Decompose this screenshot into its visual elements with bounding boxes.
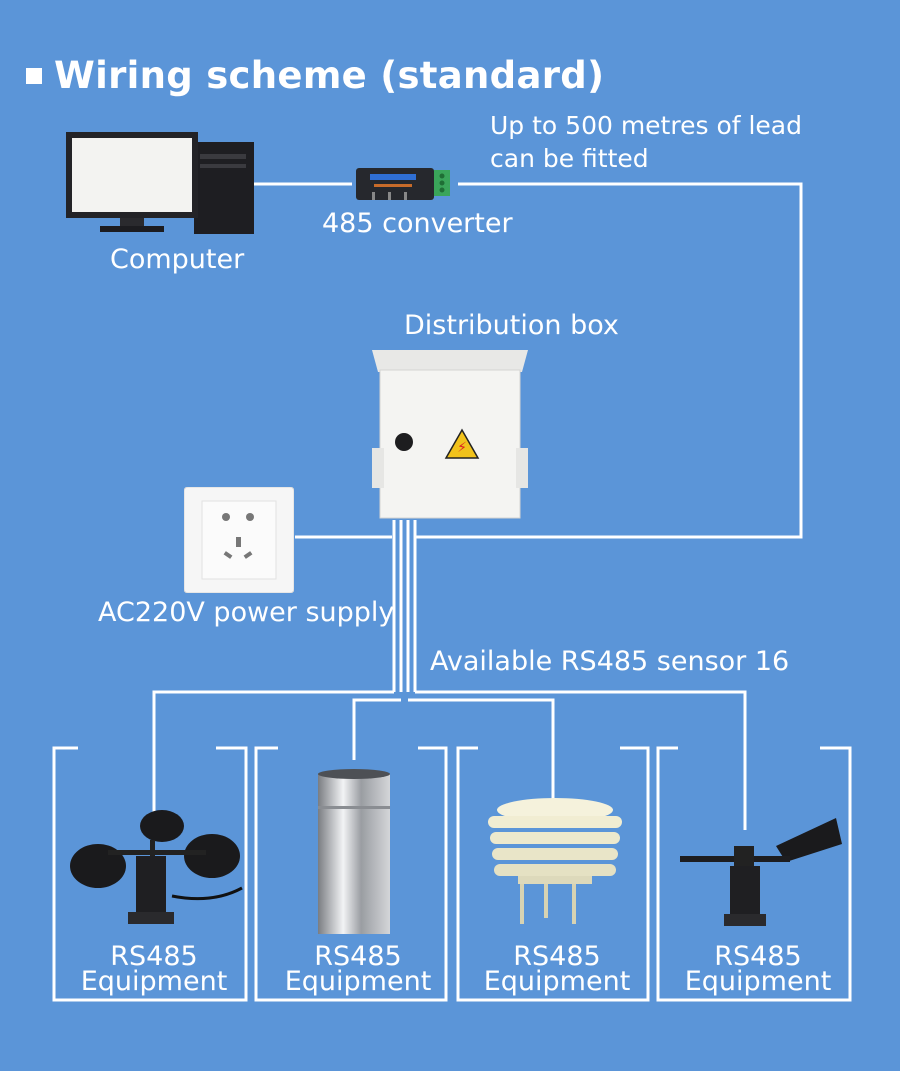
- device-2-label-line-2: Equipment: [284, 966, 432, 997]
- lead-note-line-1: Up to 500 metres of lead: [490, 111, 802, 140]
- device-label-1: RS485 Equipment: [64, 941, 244, 997]
- device-1-label-line-1: RS485: [110, 941, 198, 972]
- anemometer-icon: [70, 810, 243, 924]
- bracket-3: [456, 746, 650, 1002]
- bracket-2: [254, 746, 448, 1002]
- lead-note: Up to 500 metres of lead can be fitted: [490, 109, 802, 175]
- wire-branch-1: [152, 690, 394, 820]
- wire-converter-box: [416, 182, 803, 539]
- power-supply-label: AC220V power supply: [98, 597, 395, 628]
- device-label-4: RS485 Equipment: [668, 941, 848, 997]
- page-title: Wiring scheme (standard): [54, 54, 605, 97]
- wire-branch-3: [408, 698, 555, 800]
- wire-branch-2: [352, 698, 401, 760]
- distribution-box-icon: ⚡: [372, 350, 528, 519]
- rain-gauge-icon: [318, 769, 390, 934]
- device-label-3: RS485 Equipment: [467, 941, 647, 997]
- converter-label: 485 converter: [322, 208, 513, 239]
- device-3-label-line-2: Equipment: [483, 966, 631, 997]
- title-bullet: [26, 67, 42, 84]
- device-3-label-line-1: RS485: [513, 941, 601, 972]
- bracket-1: [52, 746, 248, 1002]
- bracket-4: [656, 746, 852, 1002]
- device-2-label-line-1: RS485: [314, 941, 402, 972]
- power-socket-icon: [184, 487, 294, 593]
- wire-branch-4: [415, 690, 747, 830]
- svg-text:⚡: ⚡: [457, 440, 467, 456]
- device-1-label-line-2: Equipment: [80, 966, 228, 997]
- device-label-2: RS485 Equipment: [268, 941, 448, 997]
- device-4-label-line-2: Equipment: [684, 966, 832, 997]
- computer-label: Computer: [110, 244, 245, 275]
- lead-note-line-2: can be fitted: [490, 144, 649, 173]
- louver-box-icon: [488, 798, 622, 924]
- device-4-label-line-1: RS485: [714, 941, 802, 972]
- computer-icon: [66, 132, 254, 234]
- page-title-group: Wiring scheme (standard): [26, 54, 604, 97]
- available-sensors-label: Available RS485 sensor 16: [430, 646, 790, 677]
- wind-vane-icon: [680, 818, 842, 926]
- distribution-box-label: Distribution box: [404, 310, 619, 341]
- converter-icon: [356, 168, 450, 200]
